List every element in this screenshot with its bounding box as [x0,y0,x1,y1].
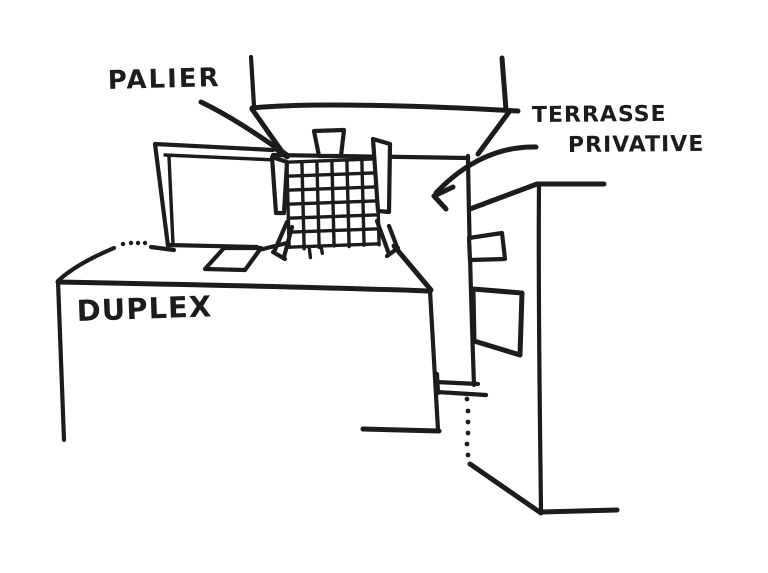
wall-dot [465,408,471,414]
roof-dot [120,241,126,247]
panel-left-inner [167,155,175,246]
post-top-left [269,154,290,216]
duplex-roof-front-edge [55,279,432,294]
terrace-party-wall [464,153,525,458]
post-top-right [370,136,393,215]
party-wall-edge [465,153,477,388]
duplex-volume [55,240,489,443]
roof-dot [142,240,148,246]
canopy-right-slant [475,109,512,157]
duplex-right-wall [427,288,441,433]
canopy-bottom-beam [270,152,471,161]
hatch-link-line [256,240,290,253]
palier-arrow [198,99,284,154]
panel-top-inner [163,153,278,162]
duplex-roof-side-diagonal [391,243,434,293]
panel-left-outer [152,141,171,249]
post-bottom-left-cap [270,249,288,262]
right-building [467,181,620,516]
terrasse-label-line1: TERRASSE [532,102,667,128]
terrasse-arrowhead-barb-up [431,184,456,199]
upper-canopy [248,54,521,161]
rooflight-funnel [311,127,347,159]
duplex-bottom-edge [360,426,442,434]
wall-dot [465,452,471,458]
palier-arrow-line [198,99,284,154]
terrasse-label-line2: PRIVATIVE [568,132,705,158]
canopy-right-upright [499,55,509,113]
wall-dot [465,419,471,425]
grid-stub-right [319,244,324,255]
roof-dot [128,240,134,246]
wall-opening-lower [470,286,525,358]
duplex-left-edge [55,278,67,443]
terrasse-arrowhead-barb-down [431,193,449,212]
right-building-roof-slant [467,181,540,212]
wall-opening-upper [466,230,508,263]
wall-ledge-bottom [434,389,489,398]
roof-dot [135,240,141,246]
canopy-left-upright [248,54,257,109]
panel-top-outer [152,141,276,153]
duplex-roof-back-curve [55,245,117,284]
panel-foot [148,244,177,253]
ground-diagonal [467,461,544,516]
palier-posts [269,136,401,262]
terrasse-arrow [431,144,539,212]
wall-ledge-top [433,379,481,387]
terrasse-arrow-line [433,144,539,196]
wall-dot [465,430,471,436]
palier-grid [285,157,381,260]
left-screen-panel [148,141,278,253]
right-building-corner [536,181,544,515]
canopy-top-edge [249,102,521,114]
post-bottom-right-b [386,223,400,250]
palier-label: PALIER [107,63,221,96]
right-building-baseline [538,507,620,515]
grid-stub-left [307,244,313,260]
post-bottom-right-a [374,218,392,257]
duplex-label: DUPLEX [76,289,213,328]
wall-dot [464,396,470,402]
roof-hatch [202,245,264,273]
wall-dot [464,441,470,447]
